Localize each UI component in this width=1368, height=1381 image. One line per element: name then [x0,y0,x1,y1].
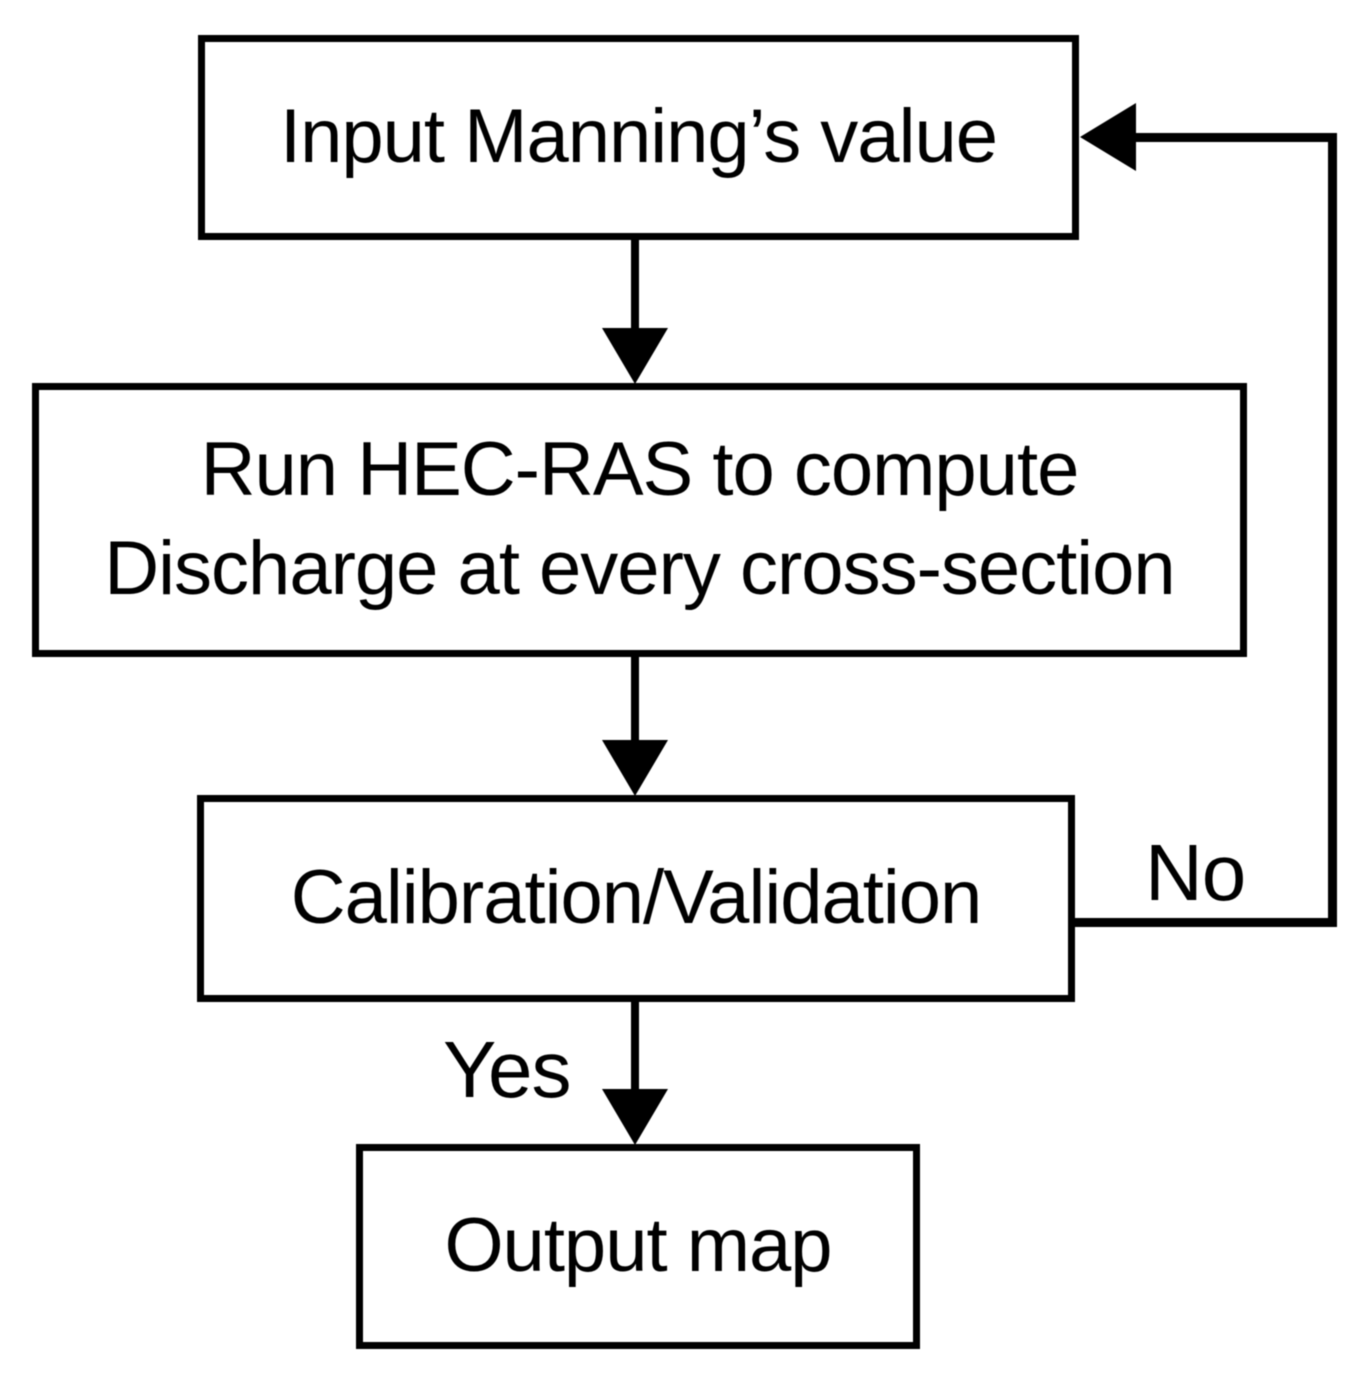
arrowhead-down-icon [602,1089,668,1145]
arrowhead-left-icon [1080,103,1136,171]
arrow-run-to-calibration-line [631,657,639,750]
node-output-map-label: Output map [444,1203,832,1289]
edge-label-yes: Yes [443,1025,572,1114]
arrowhead-down-icon [602,740,668,796]
no-feedback-right-line [1328,133,1337,927]
node-run-hec-ras-line1: Run HEC-RAS to compute [200,427,1080,513]
node-input-mannings-value-label: Input Manning’s value [280,94,998,180]
node-output-map: Output map [356,1144,920,1349]
node-run-hec-ras: Run HEC-RAS to compute Discharge at ever… [32,383,1247,657]
arrow-input-to-run-line [631,240,639,335]
arrow-calibration-to-output-line [631,1002,639,1096]
node-input-mannings-value: Input Manning’s value [198,35,1079,240]
edge-label-no: No [1145,828,1246,917]
node-run-hec-ras-line2: Discharge at every cross-section [104,526,1175,611]
node-calibration-validation-label: Calibration/Validation [290,855,983,941]
node-calibration-validation: Calibration/Validation [197,795,1075,1002]
arrowhead-down-icon [602,328,668,384]
no-feedback-top-line [1130,133,1337,142]
no-feedback-bottom-line [1075,918,1337,927]
